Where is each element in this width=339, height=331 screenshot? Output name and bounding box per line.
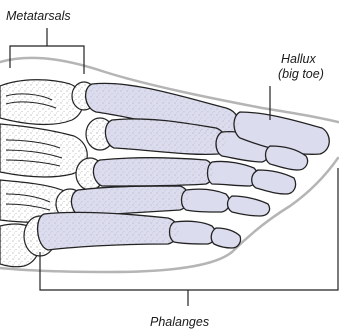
distal-phalanx-4 [228,196,270,216]
metatarsals-label: Metatarsals [6,9,71,23]
distal-phalanx-5 [211,228,240,248]
distal-phalanx-3 [252,170,296,194]
big-toe-label: (big toe) [278,67,324,81]
phalanges-label: Phalanges [150,315,209,329]
metatarsals-bracket [10,28,84,74]
middle-phalanx-3 [208,161,258,186]
hallux-label: Hallux [281,52,316,66]
